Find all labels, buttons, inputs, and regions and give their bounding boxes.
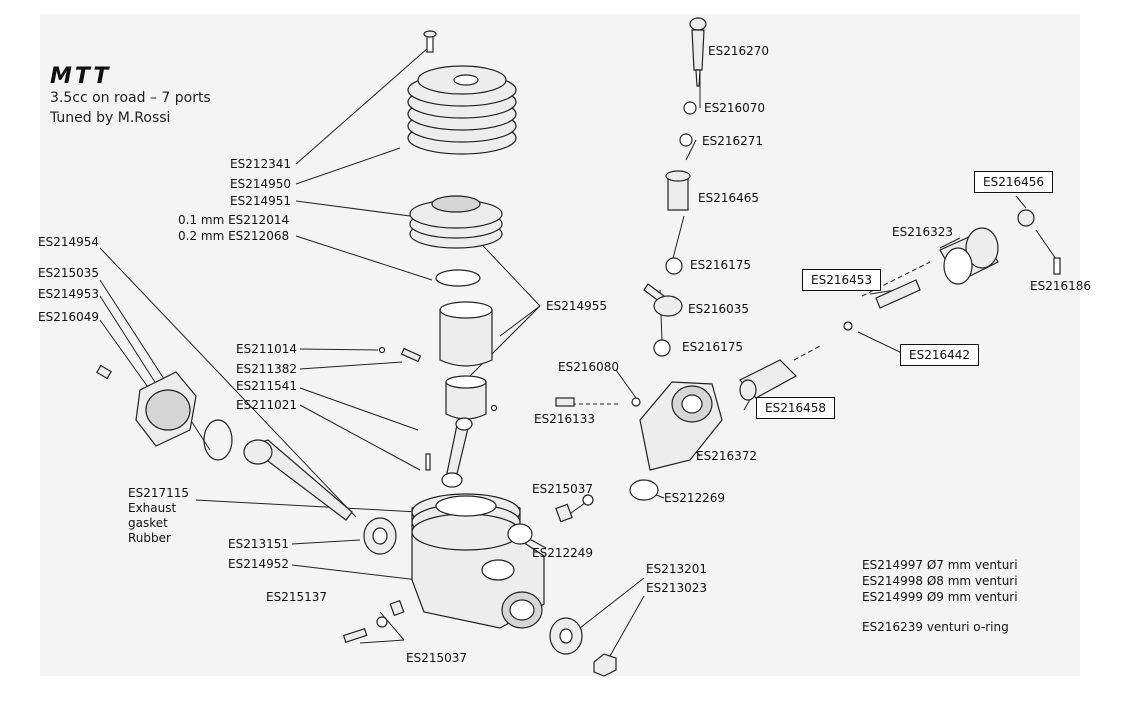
part-label: ES216271 [702,134,764,148]
part-label: ES216465 [698,191,760,205]
part-label: ES212269 [664,491,726,505]
part-label: ES216080 [558,360,620,374]
part-label-boxed: ES216456 [974,171,1054,193]
part-label-boxed: ES216458 [756,397,836,419]
part-label: ES216323 [892,225,954,239]
part-label: ES213151 [228,537,290,551]
part-label: ES215137 [266,590,328,604]
part-label: ES216049 [38,310,100,324]
part-label: ES216175 [690,258,752,272]
part-label: ES214950 [230,177,292,191]
part-label: ES214951 [230,194,292,208]
venturi-note: ES214998 Ø8 mm venturi [862,574,1018,588]
part-label: Exhaust [128,501,177,515]
venturi-note: ES214997 Ø7 mm venturi [862,558,1018,572]
part-label: ES213023 [646,581,708,595]
part-label: ES211014 [236,342,298,356]
part-label-boxed: ES216453 [802,269,882,291]
venturi-note: ES214999 Ø9 mm venturi [862,590,1018,604]
part-label: ES215037 [532,482,594,496]
brand-logo: MTT [50,64,112,89]
part-label: ES216035 [688,302,750,316]
part-label: ES215035 [38,266,100,280]
part-label: ES214955 [546,299,608,313]
part-label: gasket [128,516,168,530]
part-label: ES216070 [704,101,766,115]
venturi-oring-note: ES216239 venturi o-ring [862,620,1009,634]
part-label: ES214953 [38,287,100,301]
part-label: ES211021 [236,398,298,412]
part-label: 0.1 mm ES212014 [178,213,290,227]
part-label: ES216133 [534,412,596,426]
part-label: Rubber [128,531,171,545]
part-label: ES216372 [696,449,758,463]
part-label-boxed: ES216442 [900,344,980,366]
part-label: ES214952 [228,557,290,571]
part-label: ES211382 [236,362,298,376]
part-label: ES212341 [230,157,292,171]
part-label: ES212249 [532,546,594,560]
part-label: ES214954 [38,235,100,249]
part-label: ES216175 [682,340,744,354]
tuner-text: Tuned by M.Rossi [50,110,171,126]
part-label: ES216186 [1030,279,1092,293]
part-label: ES213201 [646,562,708,576]
part-label: ES211541 [236,379,298,393]
part-label: ES215037 [406,651,468,665]
part-label: ES216270 [708,44,770,58]
part-label: ES217115 [128,486,190,500]
engine-spec-text: 3.5cc on road – 7 ports [50,90,211,106]
part-label: 0.2 mm ES212068 [178,229,290,243]
